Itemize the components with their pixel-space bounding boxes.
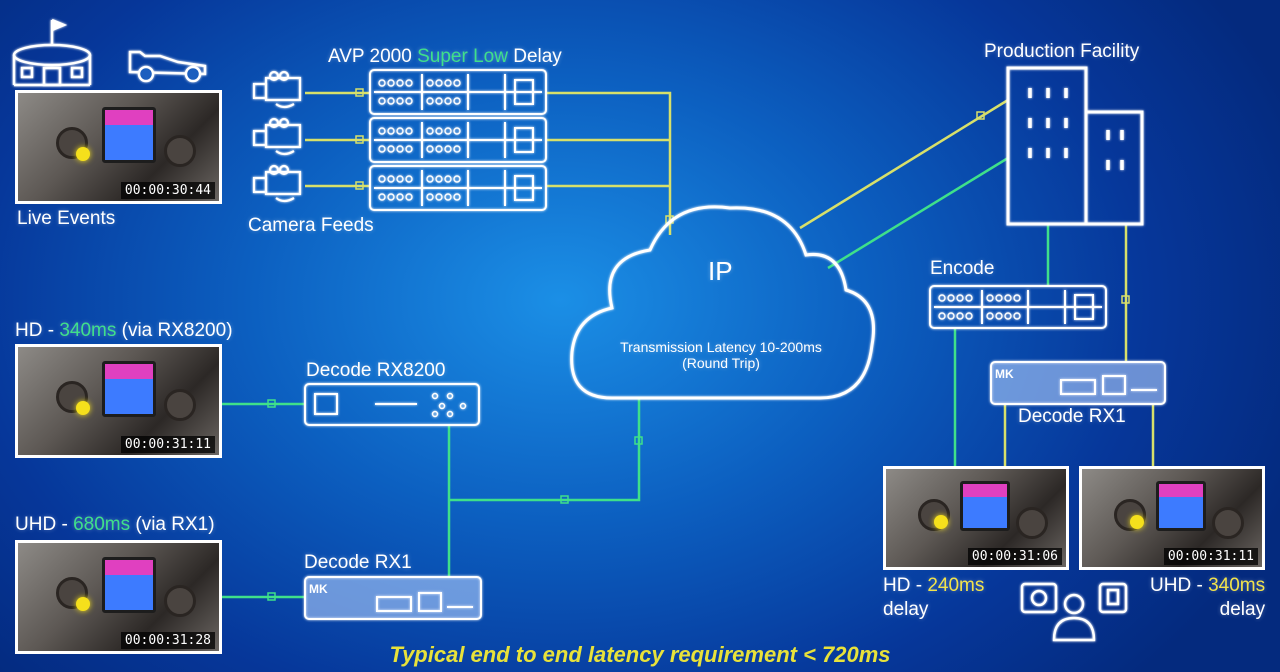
ip-downlink bbox=[449, 398, 641, 502]
transmission-latency-label: Transmission Latency 10-200ms (Round Tri… bbox=[580, 339, 862, 371]
decode-rx1-left-badge: MK bbox=[309, 582, 328, 596]
avp-encoder-stack bbox=[369, 69, 547, 211]
connection-lines bbox=[222, 88, 1155, 601]
production-facility-label: Production Facility bbox=[984, 41, 1140, 62]
uhd-left-prefix: UHD - bbox=[15, 514, 74, 535]
ip-label: IP bbox=[708, 256, 733, 286]
ip-to-facility-green bbox=[827, 156, 1009, 270]
live-events-label: Live Events bbox=[17, 208, 116, 229]
decode-rx1-left-label: Decode RX1 bbox=[304, 552, 412, 573]
camera-icons bbox=[252, 70, 302, 203]
stadium-icon bbox=[12, 18, 92, 87]
decode-rx1-right-label: Decode RX1 bbox=[1018, 406, 1126, 427]
hd-right-label: HD - 240ms delay bbox=[883, 574, 984, 622]
hd-left-prefix: HD - bbox=[15, 320, 60, 341]
uhd-right-prefix: UHD - bbox=[1150, 575, 1209, 596]
race-car-icon bbox=[128, 50, 207, 83]
decode-rx1-right-unit bbox=[990, 361, 1166, 405]
hd-left-label: HD - 340ms (via RX8200) bbox=[15, 320, 233, 342]
ip-to-facility-yellow bbox=[799, 98, 1009, 230]
avp-encoder-unit bbox=[369, 117, 547, 163]
decode-rx1-left-unit bbox=[304, 576, 482, 620]
transmission-latency-line2: (Round Trip) bbox=[682, 355, 760, 371]
building-icon bbox=[1006, 66, 1144, 226]
avp-title: AVP 2000 Super Low Delay bbox=[328, 46, 562, 68]
avp-title-prefix: AVP 2000 bbox=[328, 46, 418, 67]
avp-encoder-unit bbox=[369, 69, 547, 115]
avp-encoder-unit bbox=[369, 165, 547, 211]
live-event-thumbnail: 00:00:30:44 bbox=[15, 90, 222, 204]
ip-cloud bbox=[570, 205, 875, 400]
decode-rx8200-label: Decode RX8200 bbox=[306, 360, 446, 381]
uhd-right-value: 340ms bbox=[1208, 575, 1266, 596]
encode-unit bbox=[929, 285, 1107, 329]
connector-markers bbox=[267, 88, 1130, 601]
live-event-timecode: 00:00:30:44 bbox=[120, 182, 215, 199]
uhd-left-timecode: 00:00:31:28 bbox=[120, 632, 215, 649]
latency-requirement-footer: Typical end to end latency requirement <… bbox=[389, 642, 891, 667]
uhd-right-suffix: delay bbox=[1219, 599, 1266, 620]
decode-rx8200-unit bbox=[304, 383, 480, 426]
camera-icon bbox=[252, 117, 302, 156]
camera-icon bbox=[252, 70, 302, 109]
hd-left-thumbnail: 00:00:31:11 bbox=[15, 344, 222, 458]
uhd-left-suffix: (via RX1) bbox=[130, 514, 215, 535]
uhd-right-label: UHD - 340ms delay bbox=[1150, 574, 1265, 622]
hd-right-prefix: HD - bbox=[883, 575, 928, 596]
hd-left-value: 340ms bbox=[59, 320, 117, 341]
hd-right-timecode: 00:00:31:06 bbox=[967, 548, 1062, 565]
uhd-right-thumbnail: 00:00:31:11 bbox=[1079, 466, 1265, 570]
uhd-left-label: UHD - 680ms (via RX1) bbox=[15, 514, 215, 536]
uhd-left-value: 680ms bbox=[73, 514, 131, 535]
encoder-uplink-1 bbox=[546, 91, 672, 235]
hd-left-timecode: 00:00:31:11 bbox=[120, 436, 215, 453]
transmission-latency-line1: Transmission Latency 10-200ms bbox=[620, 339, 822, 355]
camera-feeds-label: Camera Feeds bbox=[248, 215, 374, 236]
hd-right-thumbnail: 00:00:31:06 bbox=[883, 466, 1069, 570]
hd-left-suffix: (via RX8200) bbox=[116, 320, 233, 341]
encode-label: Encode bbox=[930, 258, 995, 279]
hd-right-value: 240ms bbox=[927, 575, 985, 596]
uhd-right-timecode: 00:00:31:11 bbox=[1163, 548, 1258, 565]
hd-right-suffix: delay bbox=[883, 599, 929, 620]
viewer-icon bbox=[1020, 582, 1128, 642]
avp-title-suffix: Delay bbox=[507, 46, 562, 67]
camera-icon bbox=[252, 164, 302, 203]
uhd-left-thumbnail: 00:00:31:28 bbox=[15, 540, 222, 654]
decode-rx1-right-badge: MK bbox=[995, 367, 1014, 381]
avp-title-highlight: Super Low bbox=[417, 46, 508, 67]
